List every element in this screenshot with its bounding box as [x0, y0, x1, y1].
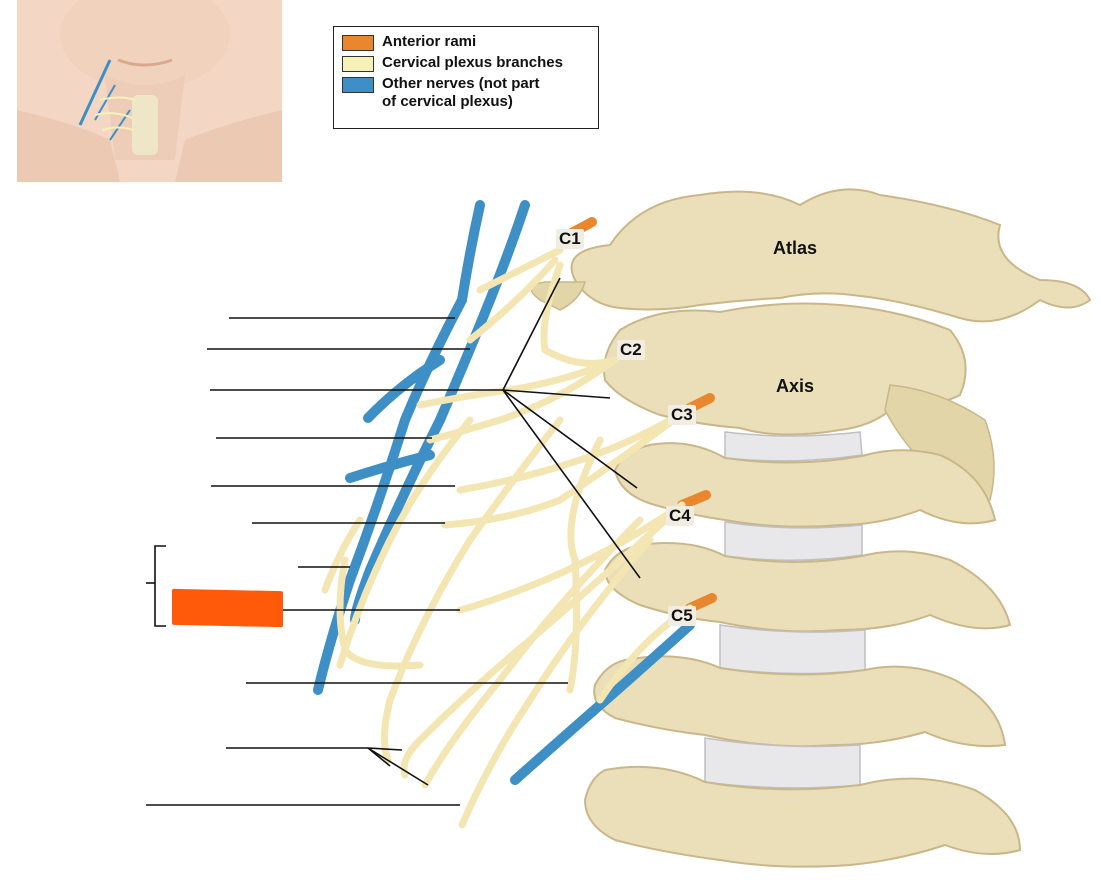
c4-vertebra: [603, 542, 1012, 633]
c5-vertebra: [593, 655, 1007, 748]
legend-item-cervical-plexus-branches: Cervical plexus branches: [342, 54, 590, 72]
disc-2: [724, 521, 863, 561]
c2-label: C2: [617, 340, 645, 360]
vertebral-column: [530, 188, 1092, 868]
legend-label: Anterior rami: [382, 33, 477, 50]
legend-label: Cervical plexus branches: [382, 54, 563, 71]
cervical-plexus-swatch: [342, 56, 374, 72]
atlas-bone: [570, 188, 1092, 323]
legend-label: Other nerves (not part of cervical plexu…: [382, 75, 540, 110]
other-nerves-swatch: [342, 77, 374, 93]
neck-inset: [17, 0, 282, 182]
redaction-block: [172, 588, 283, 628]
legend: Anterior rami Cervical plexus branches O…: [333, 26, 599, 129]
disc-1: [724, 431, 863, 462]
c3-vertebra: [613, 442, 997, 528]
atlas-label: Atlas: [773, 238, 818, 258]
legend-item-other-nerves: Other nerves (not part of cervical plexu…: [342, 75, 590, 111]
legend-item-anterior-rami: Anterior rami: [342, 33, 590, 51]
axis-label: Axis: [776, 376, 815, 396]
c5-label: C5: [668, 606, 696, 626]
c1-label: C1: [556, 229, 584, 249]
disc-4: [704, 737, 861, 789]
c6-vertebra: [583, 765, 1022, 868]
leader-lines: [146, 277, 641, 806]
disc-3: [719, 624, 866, 675]
c4-label: C4: [666, 506, 694, 526]
c3-label: C3: [668, 405, 696, 425]
anterior-rami-swatch: [342, 35, 374, 51]
